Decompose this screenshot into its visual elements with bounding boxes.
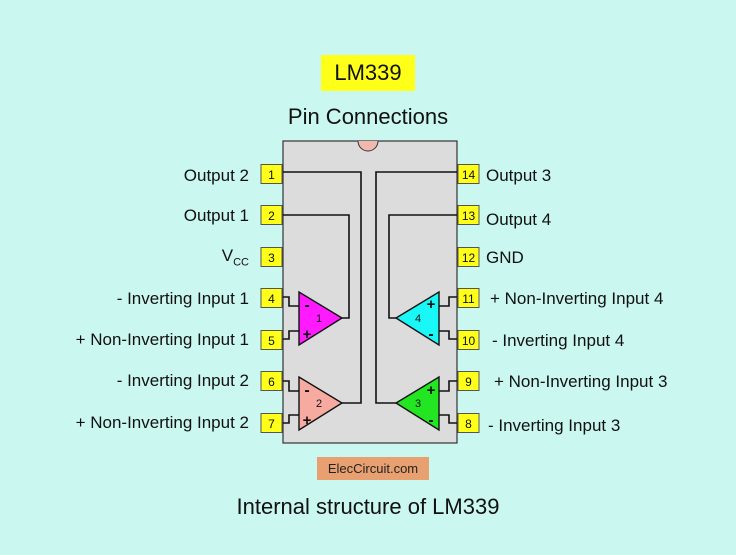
pin-label-3-sub: CC bbox=[233, 256, 249, 269]
wire-comp1-plus bbox=[283, 330, 299, 340]
pin-number-4: 4 bbox=[268, 292, 275, 306]
wire-comp2-minus bbox=[283, 380, 299, 392]
pin-number-6: 6 bbox=[268, 375, 275, 389]
comparator-1-minus-sign: - bbox=[304, 297, 309, 314]
pin-box-9 bbox=[457, 371, 480, 391]
pin-label-4: - Inverting Input 1 bbox=[116, 289, 249, 308]
pin-label-8: - Inverting Input 3 bbox=[488, 416, 621, 435]
pin-label-3-main: V bbox=[221, 246, 234, 265]
pin-number-10: 10 bbox=[462, 334, 476, 348]
wire-comp4-minus bbox=[439, 330, 457, 340]
comparator-3-plus-sign: + bbox=[427, 382, 436, 399]
wire-output-1 bbox=[283, 214, 350, 319]
pin-box-7 bbox=[260, 413, 283, 433]
pin-label-12: GND bbox=[486, 248, 524, 267]
pin-number-12: 12 bbox=[462, 251, 476, 265]
pin-label-2: Output 1 bbox=[183, 206, 249, 225]
pin-number-11: 11 bbox=[462, 292, 475, 306]
pin-box-6 bbox=[260, 371, 283, 391]
wire-output-2 bbox=[283, 171, 362, 404]
chip-notch bbox=[357, 140, 379, 152]
pin-label-7: + Non-Inverting Input 2 bbox=[75, 413, 249, 432]
pin-label-11: + Non-Inverting Input 4 bbox=[490, 289, 664, 308]
chip-title-badge: LM339 bbox=[321, 55, 415, 91]
pin-box-3 bbox=[260, 247, 283, 267]
pin-box-14 bbox=[457, 164, 480, 184]
wire-output-4 bbox=[388, 214, 457, 319]
pin-number-7: 7 bbox=[268, 417, 275, 431]
pin-number-13: 13 bbox=[462, 209, 476, 223]
pin-label-5: + Non-Inverting Input 1 bbox=[75, 330, 249, 349]
diagram-caption: Internal structure of LM339 bbox=[236, 494, 500, 519]
brand-watermark: ElecCircuit.com bbox=[317, 457, 429, 480]
pin-box-10 bbox=[457, 330, 480, 350]
pin-box-12 bbox=[457, 247, 480, 267]
comparator-3-triangle bbox=[394, 375, 440, 432]
comparator-4-minus-sign: - bbox=[428, 326, 433, 343]
comparator-2-triangle bbox=[298, 375, 344, 432]
comparator-2-label: 2 bbox=[316, 398, 322, 410]
pin-number-14: 14 bbox=[462, 168, 476, 182]
pin-box-13 bbox=[457, 205, 480, 225]
pin-label-9: + Non-Inverting Input 3 bbox=[494, 372, 668, 391]
pin-label-1: Output 2 bbox=[183, 166, 249, 185]
comparator-4-plus-sign: + bbox=[427, 296, 436, 313]
comparator-2-minus-sign: - bbox=[304, 382, 309, 399]
comparator-1-plus-sign: + bbox=[303, 326, 312, 343]
pin-number-1: 1 bbox=[268, 168, 275, 182]
pin-label-6: - Inverting Input 2 bbox=[116, 371, 249, 390]
comparator-1-triangle bbox=[298, 290, 344, 347]
comparator-4-label: 4 bbox=[415, 313, 421, 325]
wire-comp3-minus bbox=[439, 414, 457, 424]
pin-box-4 bbox=[260, 288, 283, 308]
pin-box-1 bbox=[260, 164, 283, 184]
wire-output-3 bbox=[375, 171, 457, 404]
comparator-4-triangle bbox=[394, 290, 440, 347]
pin-number-5: 5 bbox=[268, 334, 275, 348]
pin-number-8: 8 bbox=[465, 417, 472, 431]
pin-label-10: - Inverting Input 4 bbox=[492, 331, 625, 350]
pin-box-2 bbox=[260, 205, 283, 225]
pin-number-9: 9 bbox=[465, 375, 472, 389]
wire-comp4-plus bbox=[439, 296, 457, 307]
diagram-subtitle: Pin Connections bbox=[287, 104, 449, 129]
wire-comp3-plus bbox=[439, 380, 457, 392]
pin-label-3: VCC bbox=[0, 246, 249, 268]
wire-comp1-minus bbox=[283, 296, 299, 307]
pin-box-8 bbox=[457, 413, 480, 433]
pin-label-14: Output 3 bbox=[486, 166, 552, 185]
pin-box-5 bbox=[260, 330, 283, 350]
pin-number-2: 2 bbox=[268, 209, 275, 223]
wire-comp2-plus bbox=[283, 414, 299, 424]
comparator-1-label: 1 bbox=[316, 313, 322, 325]
pin-number-3: 3 bbox=[268, 251, 275, 265]
pin-label-13: Output 4 bbox=[486, 210, 552, 229]
comparator-2-plus-sign: + bbox=[303, 412, 312, 429]
pin-box-11 bbox=[457, 288, 480, 308]
comparator-3-label: 3 bbox=[415, 398, 421, 410]
comparator-3-minus-sign: - bbox=[428, 412, 433, 429]
